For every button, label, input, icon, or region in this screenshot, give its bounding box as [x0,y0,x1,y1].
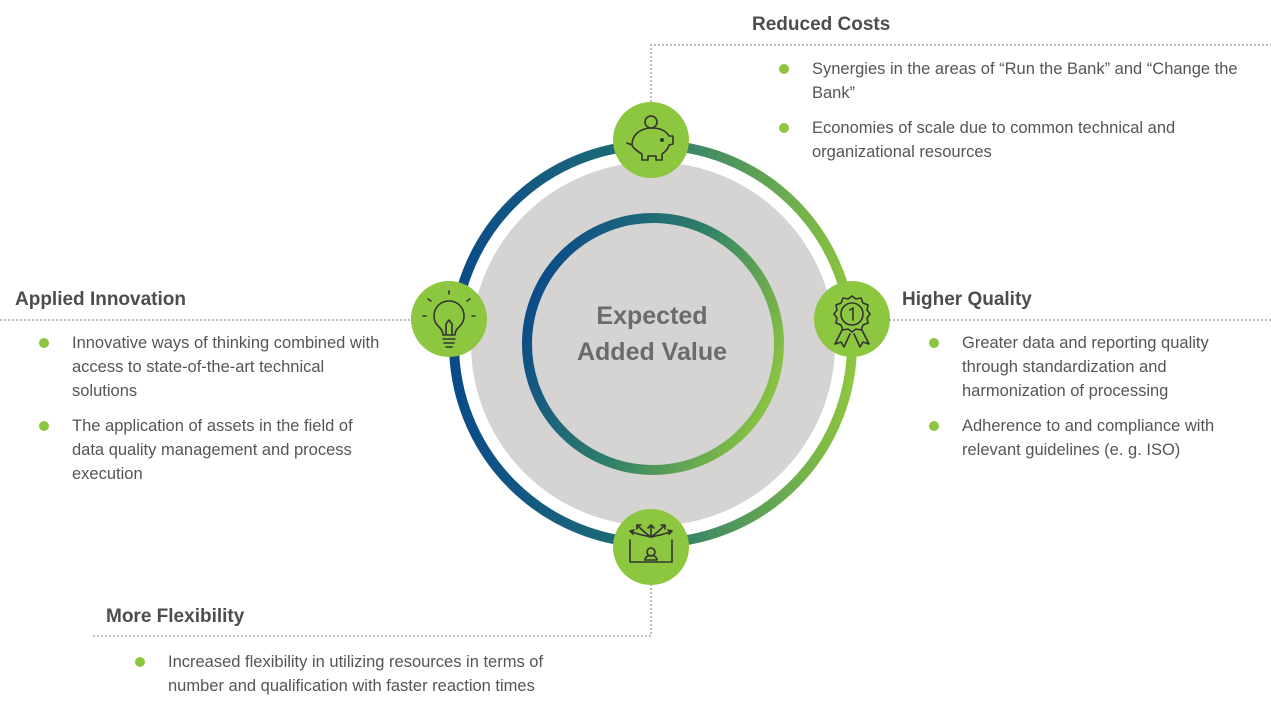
list-item: Economies of scale due to common technic… [776,116,1246,164]
bullet-dot [39,421,49,431]
reduced-costs-heading: Reduced Costs [752,14,891,35]
bullet-dot [135,657,145,667]
center-title: Expected Added Value [542,298,762,370]
bullet-dot [779,64,789,74]
piggy-bank-icon [626,115,674,161]
reduced-costs-list: Synergies in the areas of “Run the Bank”… [776,57,1246,175]
list-item: Synergies in the areas of “Run the Bank”… [776,57,1246,105]
connector-reduced-costs [650,44,1271,110]
connector-more-flexibility [92,580,652,637]
higher-quality-list: Greater data and reporting quality throu… [926,331,1266,473]
reduced-costs-icon-badge [613,102,689,178]
higher-quality-heading: Higher Quality [902,289,1032,310]
applied-innovation-icon-badge [411,281,487,357]
list-item: Innovative ways of thinking combined wit… [36,331,386,403]
applied-innovation-list: Innovative ways of thinking combined wit… [36,331,386,497]
more-flexibility-icon-badge [613,509,689,585]
applied-innovation-heading: Applied Innovation [15,289,186,310]
higher-quality-icon-badge [814,281,890,357]
bullet-dot [929,421,939,431]
center-title-line1: Expected [596,302,708,330]
list-item: Adherence to and compliance with relevan… [926,414,1266,462]
center-title-line2: Added Value [576,338,728,366]
bullet-dot [39,338,49,348]
lightbulb-icon [422,290,476,348]
more-flexibility-list: Increased flexibility in utilizing resou… [132,650,552,709]
bullet-dot [779,123,789,133]
flexible-arrows-icon [629,524,673,563]
list-item: The application of assets in the field o… [36,414,386,486]
inner-ring [522,213,784,475]
more-flexibility-heading: More Flexibility [106,606,245,627]
list-item: Increased flexibility in utilizing resou… [132,650,552,698]
connector-lines [0,44,1271,637]
list-item: Greater data and reporting quality throu… [926,331,1266,403]
award-rosette-icon [833,295,871,348]
bullet-dot [929,338,939,348]
